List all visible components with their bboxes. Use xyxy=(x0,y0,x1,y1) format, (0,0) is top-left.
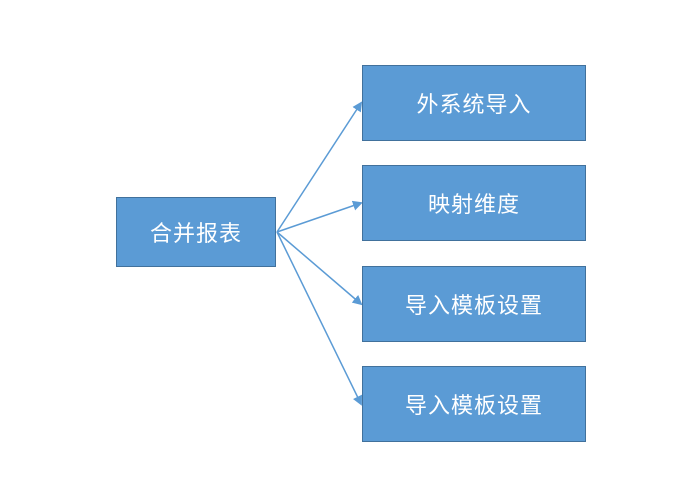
child-node-label: 导入模板设置 xyxy=(404,394,543,419)
child-node-label: 导入模板设置 xyxy=(404,294,543,319)
child-node-label: 外系统导入 xyxy=(416,93,532,118)
connector-arrow-2 xyxy=(276,200,363,233)
connector-arrow-1 xyxy=(276,101,363,233)
child-node-external-import: 外系统导入 xyxy=(362,65,586,141)
root-node: 合并报表 xyxy=(116,197,276,267)
child-node-import-template-settings: 导入模板设置 xyxy=(362,266,586,342)
connector-arrow-3 xyxy=(276,231,363,306)
connector-arrow-4 xyxy=(276,231,362,406)
child-node-import-template-settings-2: 导入模板设置 xyxy=(362,366,586,442)
child-node-mapping-dimension: 映射维度 xyxy=(362,165,586,241)
root-node-label: 合并报表 xyxy=(149,222,242,247)
child-node-label: 映射维度 xyxy=(427,193,520,218)
